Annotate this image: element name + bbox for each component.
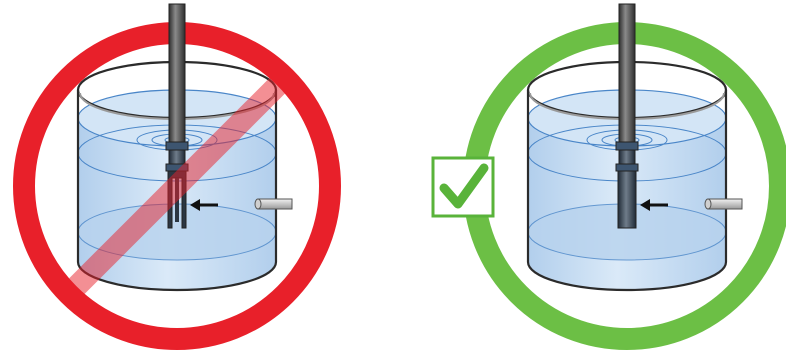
probe-shaft <box>168 3 186 143</box>
solid-tip <box>617 170 637 229</box>
probe-solid-tip <box>615 3 639 229</box>
vessel-wall <box>526 90 728 292</box>
side-port <box>704 198 743 210</box>
checkmark-icon <box>431 156 495 218</box>
correct-setup-panel <box>431 3 786 350</box>
side-port <box>254 198 293 210</box>
prohibition-slash <box>60 69 294 303</box>
probe-shaft <box>618 3 636 143</box>
pointer-arrow-icon <box>640 199 668 211</box>
incorrect-setup-panel <box>13 3 341 350</box>
pointer-arrow-icon <box>190 199 218 211</box>
